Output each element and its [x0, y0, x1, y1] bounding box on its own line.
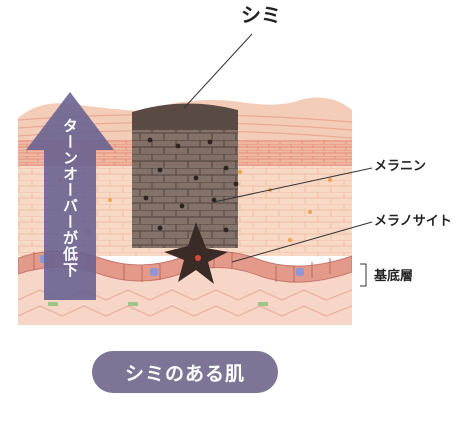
- spot-surface: [132, 103, 238, 130]
- green-marks: [48, 302, 268, 306]
- melanin-leader: [213, 167, 373, 203]
- turnover-label: ターンオーバーが低下: [61, 118, 79, 278]
- melanin-column: [132, 130, 238, 248]
- melanocyte-label: メラノサイト: [374, 214, 452, 229]
- spot-label: シミ: [241, 3, 281, 27]
- turnover-arrow: ターンオーバーが低下: [26, 92, 114, 300]
- caption-pill: シミのある肌: [92, 351, 278, 393]
- callout-lines: [183, 33, 373, 287]
- melanin-label: メラニン: [374, 159, 426, 174]
- melanocyte-leader: [231, 221, 373, 263]
- spot-leader: [183, 33, 253, 109]
- melanocyte-cell: [164, 222, 228, 284]
- basal-bracket: [360, 263, 367, 287]
- melanocyte-nucleus: [195, 255, 201, 261]
- basal-layer-label: 基底層: [373, 268, 413, 284]
- melanin-granules: [143, 137, 239, 233]
- caption-text: シミのある肌: [124, 362, 245, 385]
- pigment-spot: [132, 103, 239, 284]
